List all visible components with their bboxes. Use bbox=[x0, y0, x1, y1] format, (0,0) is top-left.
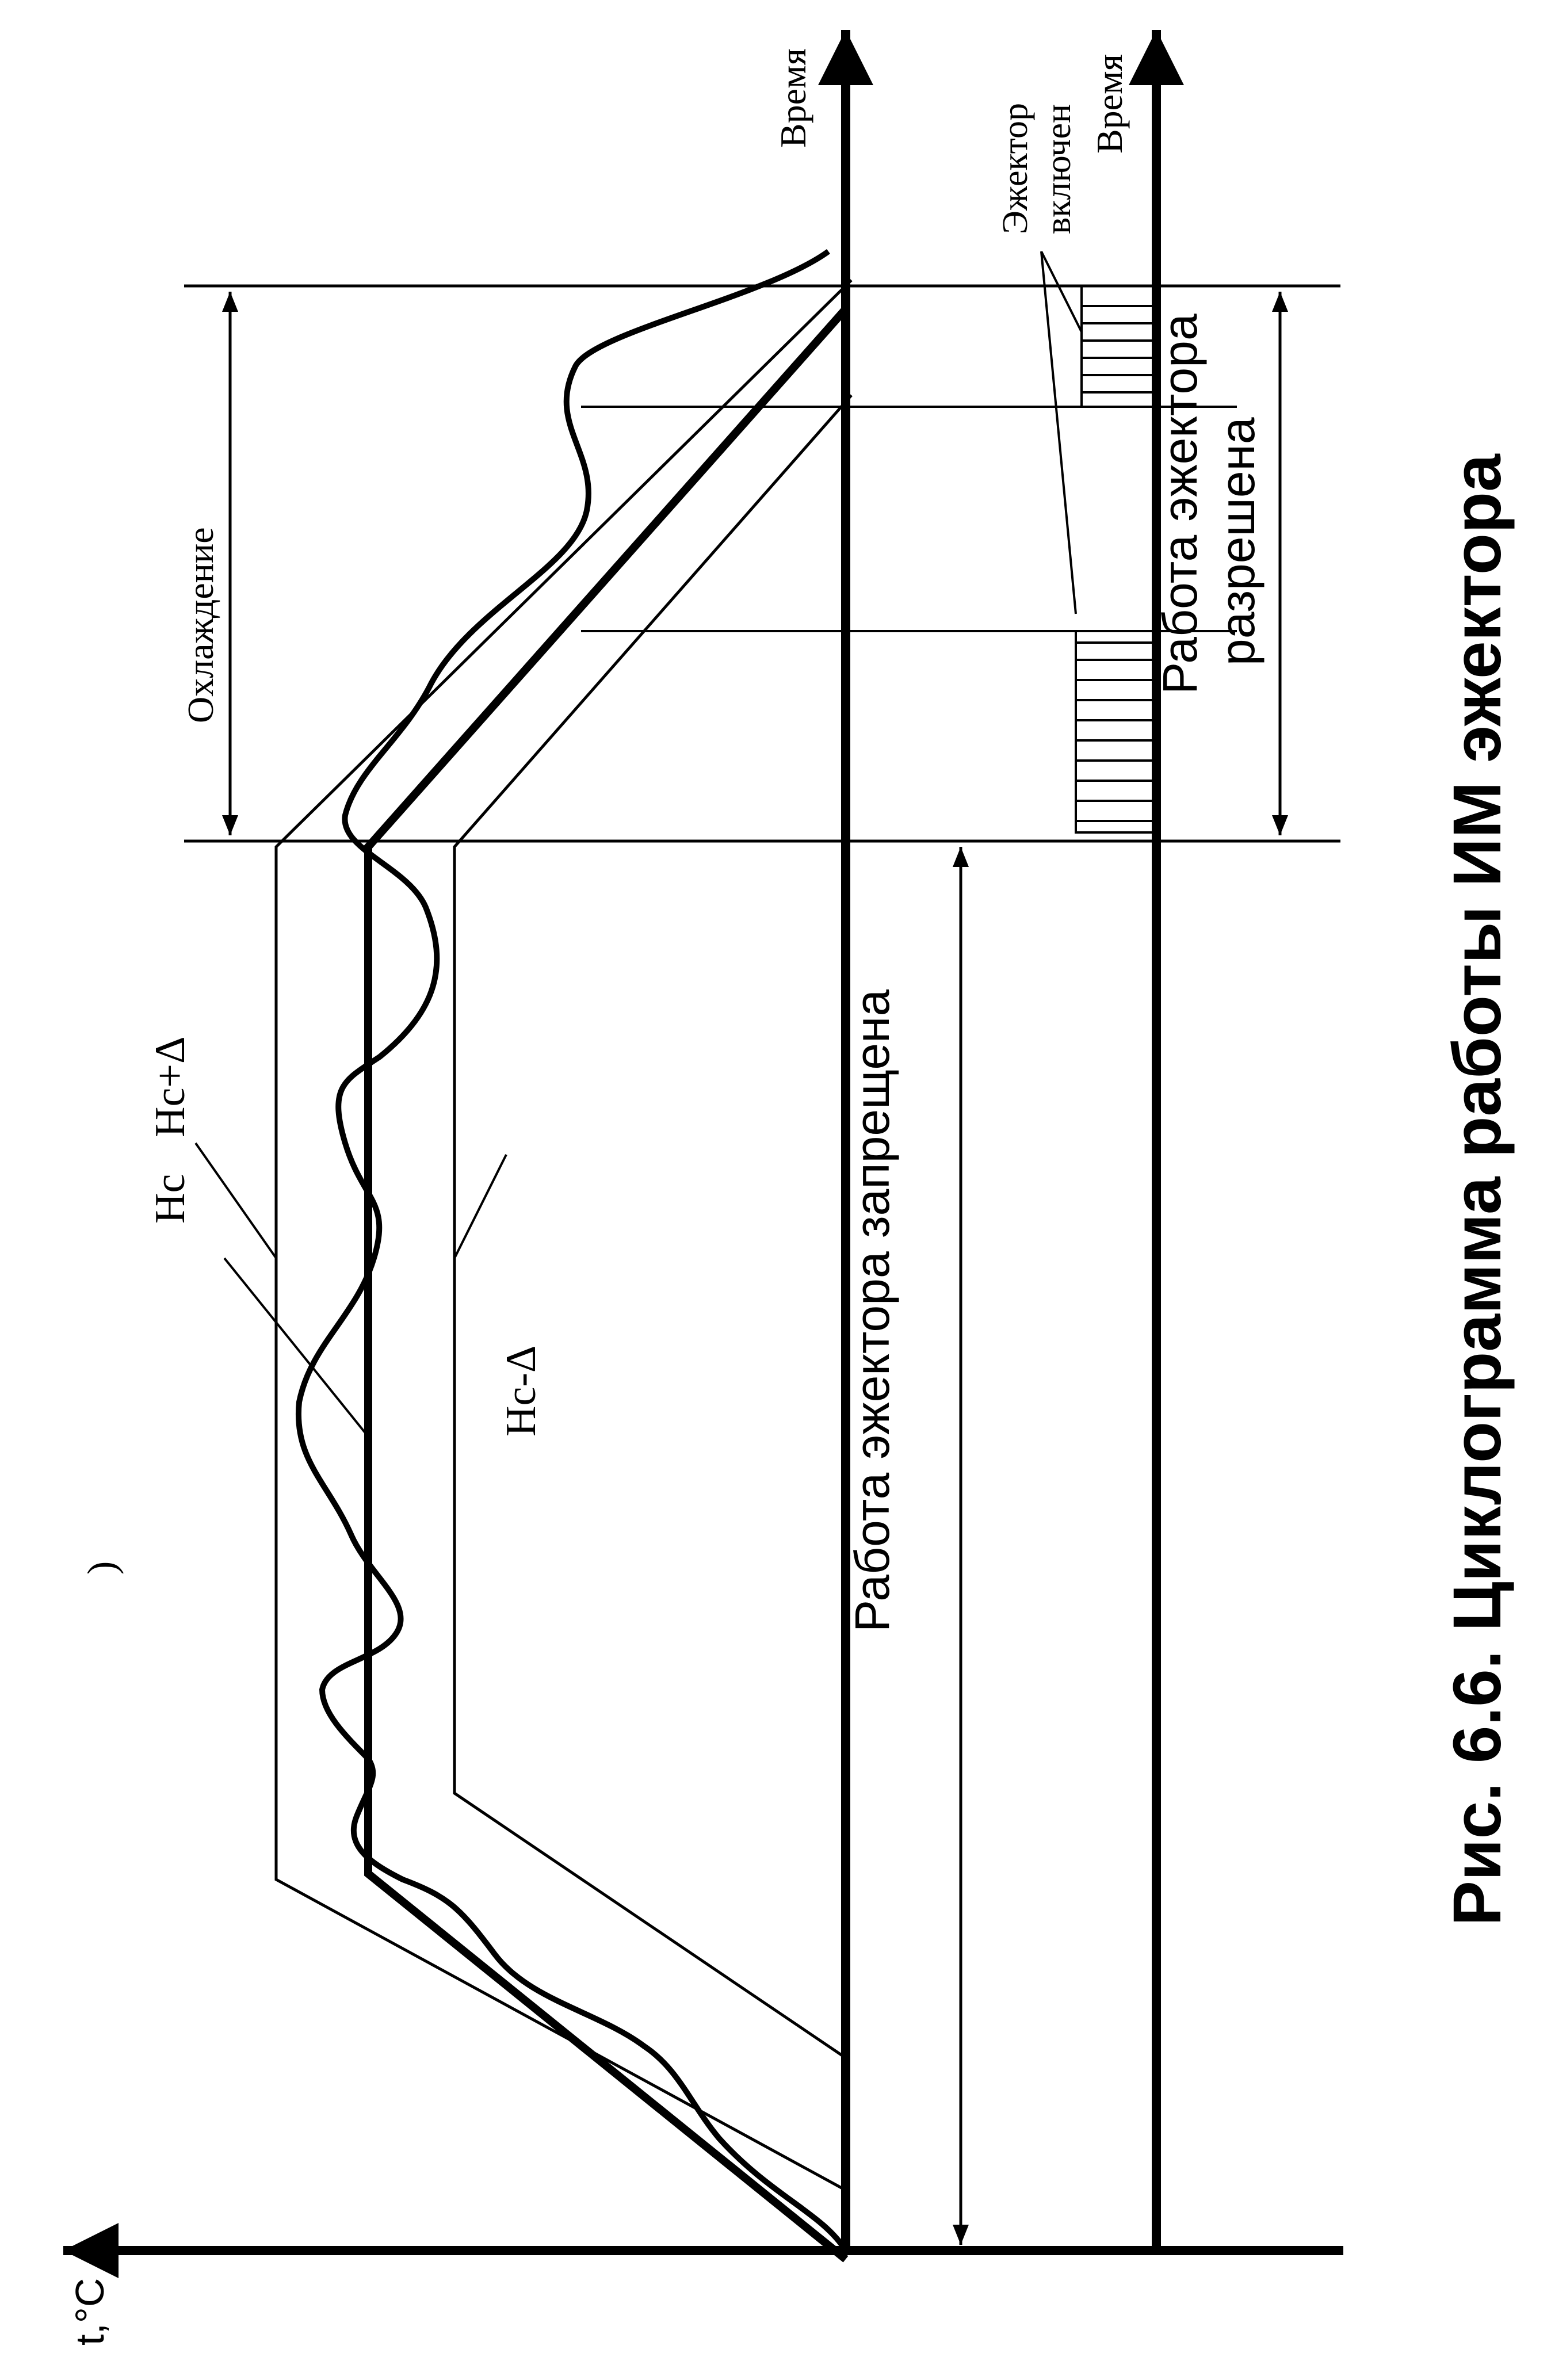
ejector-forbidden-label: Работа эжектора запрещена bbox=[845, 990, 899, 1632]
ejector-on-leader-1 bbox=[1040, 251, 1077, 614]
y-axis-label: t,°C bbox=[67, 2278, 112, 2345]
setpoint-line bbox=[364, 306, 849, 2263]
setpoint-label: Нс bbox=[147, 1174, 194, 1224]
lower-band-label: Нс-Δ bbox=[498, 1345, 545, 1437]
lower-band-line bbox=[453, 394, 853, 2060]
lower-band-leader bbox=[453, 1154, 507, 1259]
setpoint-leader bbox=[223, 1257, 369, 1438]
ejector-allowed-label-line2: разрешена bbox=[1210, 417, 1265, 666]
ejector-allowed-label-line1: Работа эжектора bbox=[1153, 314, 1207, 694]
ejector-on-block-2 bbox=[1080, 285, 1157, 408]
x-axis-label-upper: Время bbox=[773, 48, 813, 148]
ejector-on-block-1 bbox=[1075, 630, 1157, 834]
figure-caption: Рис. 6.6. Циклограмма работы ИМ эжектора bbox=[1439, 454, 1515, 1926]
temperature-curve bbox=[295, 249, 849, 2252]
ejector-on-leader-2 bbox=[1040, 251, 1083, 333]
upper-band-leader bbox=[194, 1142, 277, 1259]
ejector-on-label-line2: включен bbox=[1039, 104, 1078, 234]
cooling-label: Охлаждение bbox=[180, 527, 221, 723]
upper-band-label: Нс+Δ bbox=[147, 1036, 194, 1137]
stray-mark: ) bbox=[80, 1561, 124, 1575]
x-axis-label-lower: Время bbox=[1089, 54, 1130, 154]
ejector-on-label-line1: Эжектор bbox=[996, 103, 1035, 234]
upper-band-line bbox=[274, 279, 853, 2192]
